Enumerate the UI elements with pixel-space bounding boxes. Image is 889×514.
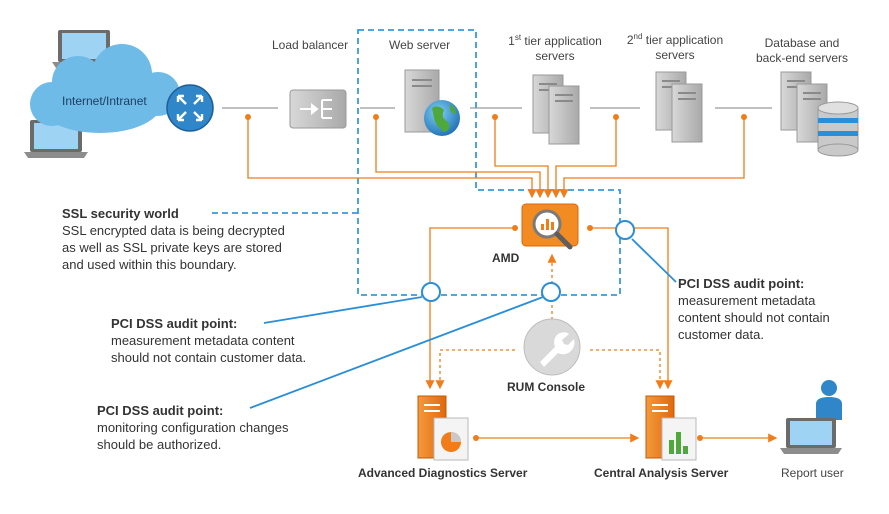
globe-icon	[424, 100, 460, 136]
pci-note-line: customer data.	[678, 327, 764, 342]
audit-points	[421, 220, 635, 302]
server-icon	[671, 83, 703, 143]
pci-note-right: PCI DSS audit point: measurement metadat…	[678, 275, 830, 343]
load-balancer-icon	[289, 89, 347, 129]
ssl-boundary	[357, 29, 621, 296]
tier1-label: 1st tier application servers	[500, 34, 610, 64]
load-balancer-label: Load balancer	[272, 38, 349, 52]
audit-callouts	[249, 238, 677, 409]
pci-note-line: monitoring configuration changes	[97, 420, 289, 435]
user-icon	[816, 380, 842, 420]
report-server-icon	[417, 395, 469, 461]
ssl-note: SSL security world SSL encrypted data is…	[62, 205, 285, 273]
database-icon	[817, 101, 859, 157]
amd-magnifier-icon	[521, 203, 579, 250]
tier1-line2: servers	[535, 49, 575, 63]
pci-note-title: PCI DSS audit point:	[97, 403, 224, 418]
internet-label: Internet/Intranet	[62, 94, 147, 108]
database-line2: back-end servers	[755, 51, 849, 65]
pci-note-left-bottom: PCI DSS audit point: monitoring configur…	[97, 402, 289, 453]
pci-note-title: PCI DSS audit point:	[678, 276, 805, 291]
feed-taps	[245, 114, 747, 120]
database-line1: Database and	[764, 36, 840, 50]
pci-note-title: PCI DSS audit point:	[111, 316, 238, 331]
ads-label: Advanced Diagnostics Server	[358, 466, 528, 480]
tier1-number: 1	[508, 34, 515, 48]
pci-note-line: should not contain customer data.	[111, 350, 307, 365]
output-dots	[473, 225, 703, 441]
pci-note-line: content should not contain	[678, 310, 830, 325]
report-server-icon	[645, 395, 697, 461]
amd-label: AMD	[492, 251, 520, 265]
laptop-icon	[780, 418, 842, 454]
pci-note-line: should be authorized.	[97, 437, 222, 452]
web-server-label: Web server	[389, 38, 451, 52]
tier2-label: 2nd tier application servers	[620, 33, 730, 63]
report-user-label: Report user	[781, 466, 844, 480]
database-label: Database and back-end servers	[745, 36, 859, 66]
cloud-icon	[30, 44, 180, 133]
cas-label: Central Analysis Server	[594, 466, 729, 480]
ssl-note-line: as well as SSL private keys are stored	[62, 240, 282, 255]
tier2-line1: tier application	[642, 33, 724, 47]
tier1-line1: tier application	[521, 34, 602, 48]
tier1-suffix: st	[514, 33, 522, 42]
tier2-line2: servers	[655, 48, 695, 62]
server-icon	[548, 85, 580, 145]
rum-console-label: RUM Console	[507, 380, 585, 394]
router-icon	[166, 84, 214, 132]
wrench-icon	[523, 318, 581, 376]
pci-note-left-top: PCI DSS audit point: measurement metadat…	[111, 315, 306, 366]
tier2-number: 2	[626, 33, 634, 47]
traffic-feeds	[247, 118, 745, 199]
ssl-note-line: SSL encrypted data is being decrypted	[62, 223, 285, 238]
pci-note-line: measurement metadata content	[111, 333, 295, 348]
tier2-suffix: nd	[633, 32, 643, 41]
ssl-note-title: SSL security world	[62, 206, 179, 221]
ssl-note-line: and used within this boundary.	[62, 257, 237, 272]
pci-note-line: measurement metadata	[678, 293, 816, 308]
